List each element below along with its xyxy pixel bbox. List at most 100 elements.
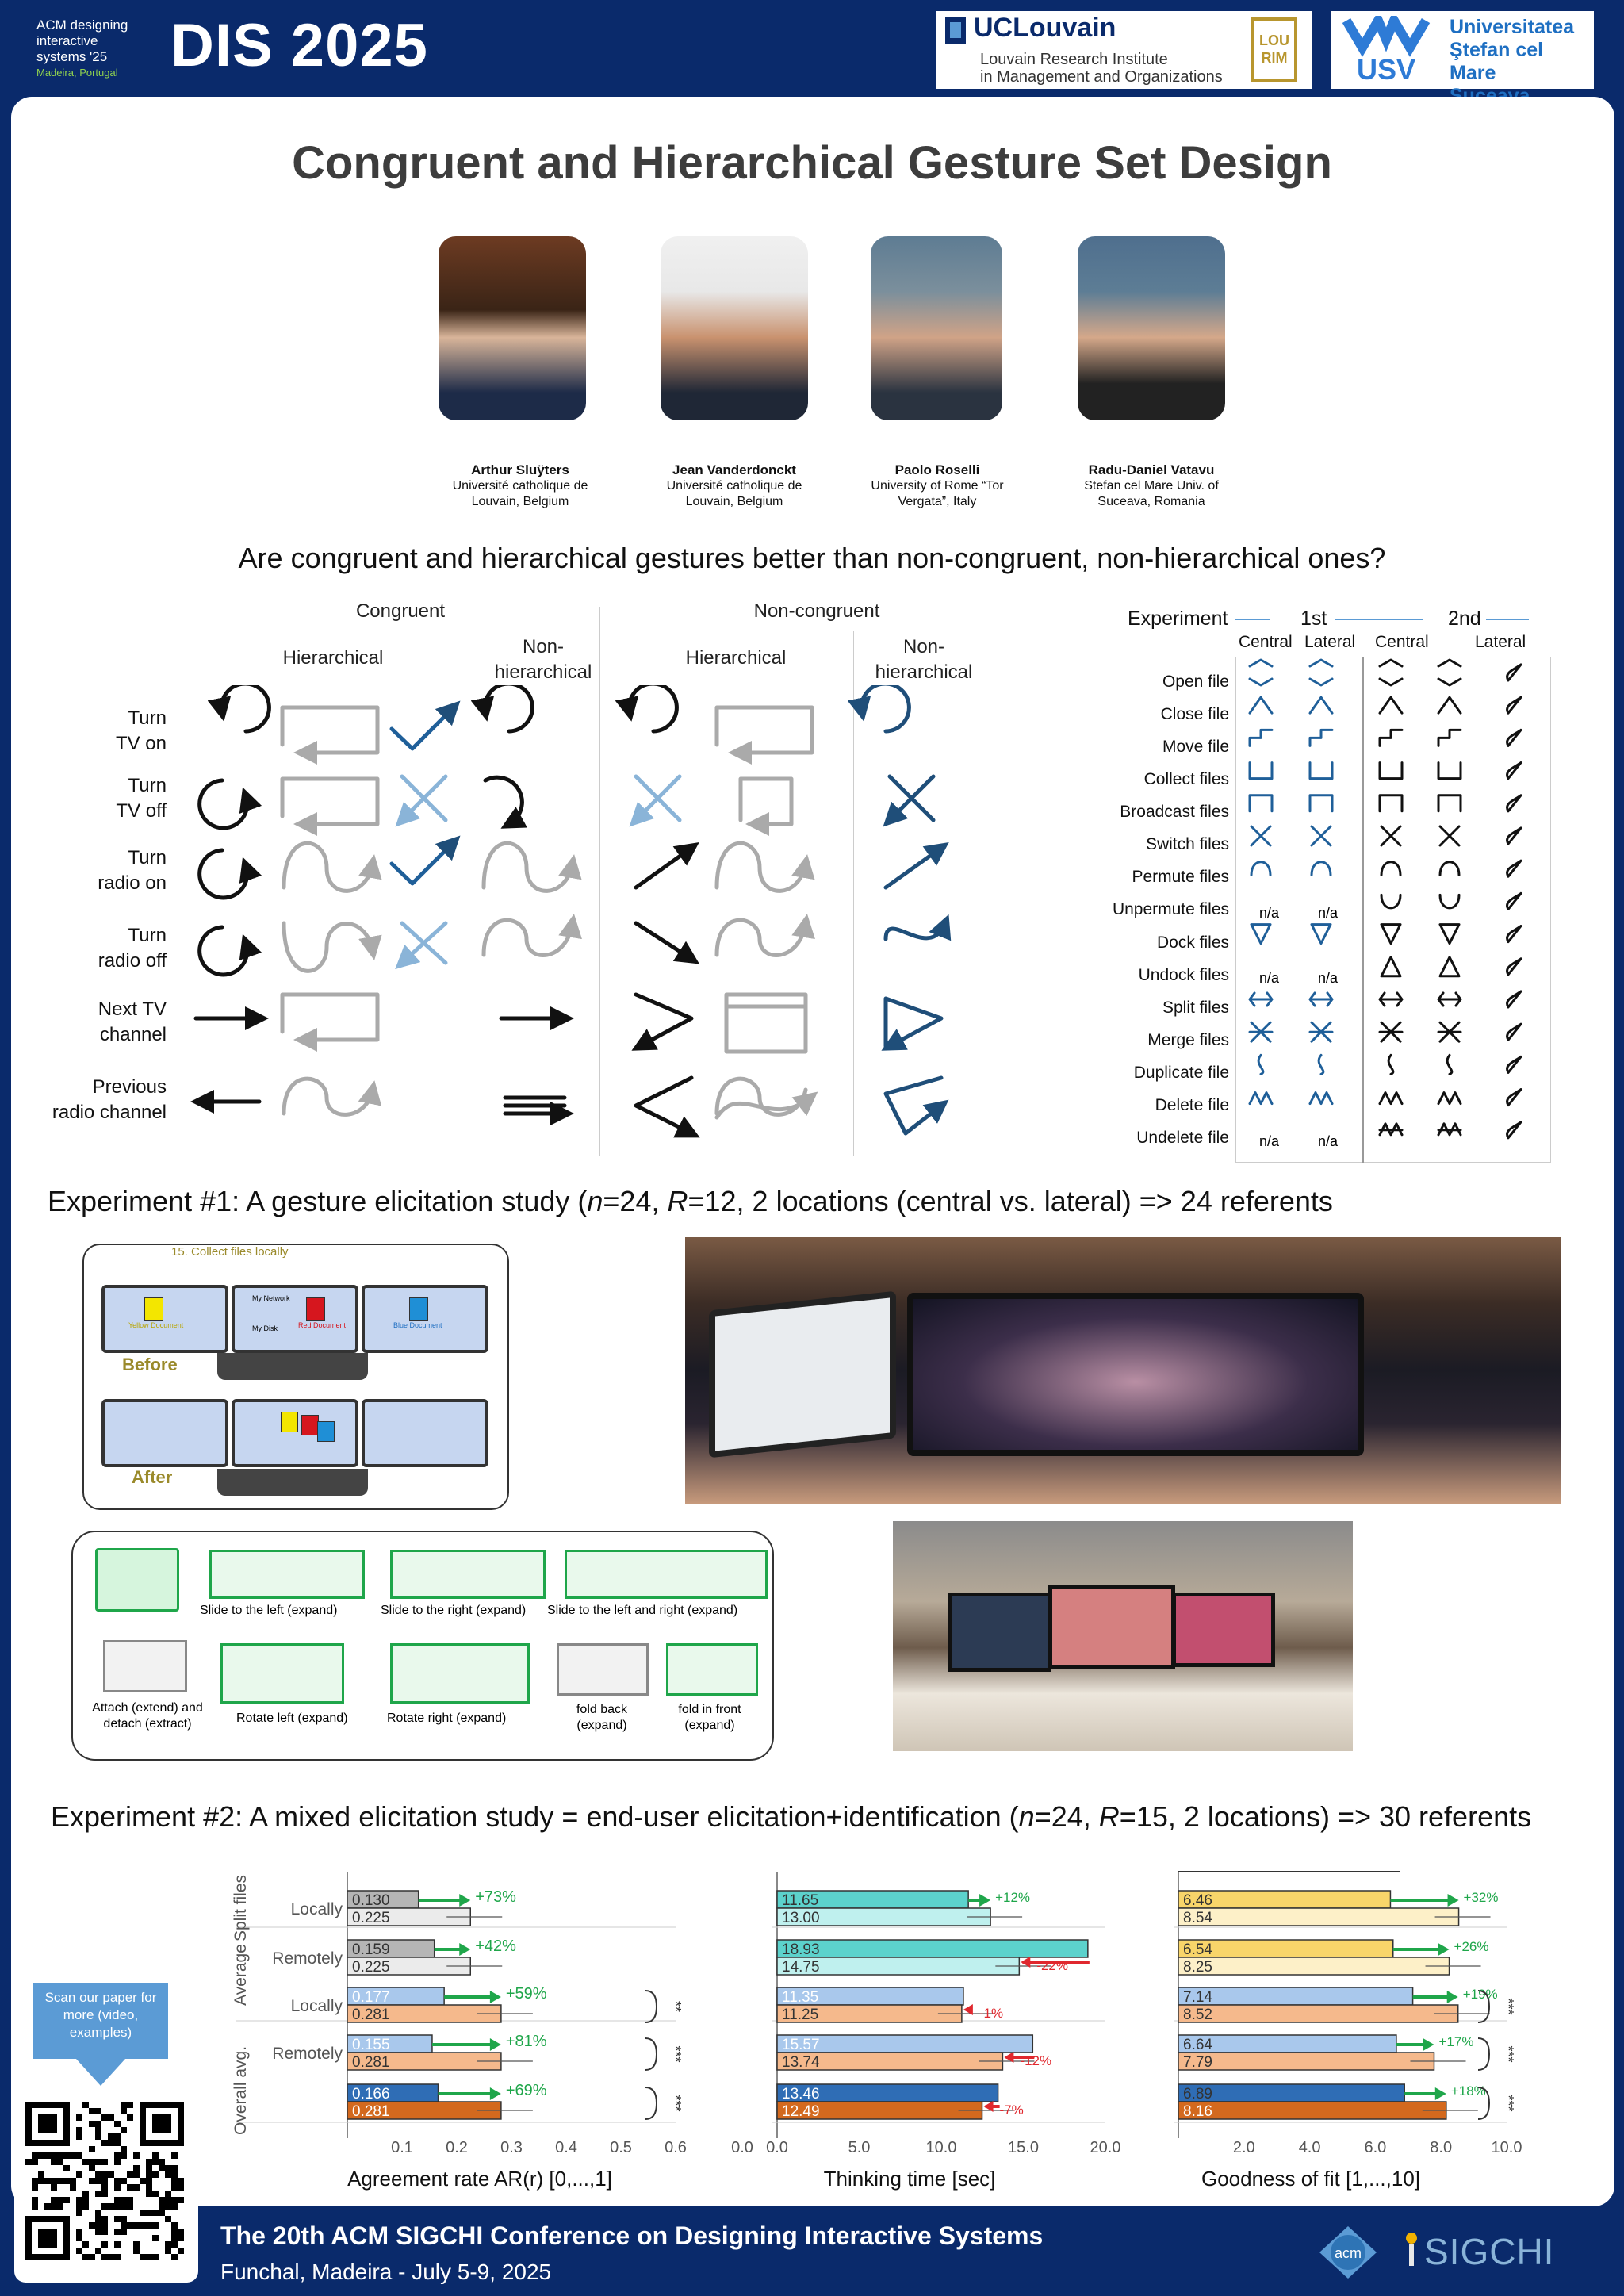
qr-module: [102, 2114, 108, 2121]
qr-module: [32, 2184, 38, 2191]
x-tick-label: 0.5: [610, 2139, 632, 2156]
qr-module: [102, 2184, 108, 2191]
screen-center: My Network My Disk Red Document: [232, 1285, 358, 1353]
qr-module: [25, 2159, 32, 2165]
qr-module: [76, 2235, 82, 2241]
qr-module: [38, 2178, 44, 2184]
heading-text: Experiment #1: A gesture elicitation stu…: [48, 1185, 588, 1217]
qr-module: [95, 2159, 102, 2165]
qr-module: [57, 2159, 63, 2165]
qr-module: [133, 2152, 140, 2159]
qr-module: [171, 2241, 178, 2248]
qr-module: [76, 2133, 82, 2140]
author-name: Arthur Sluÿters: [471, 462, 569, 477]
poster-panel: [11, 97, 1614, 2206]
qr-module: [165, 2171, 171, 2178]
gesture-stroke-icon: [1308, 696, 1334, 715]
before-label: Before: [122, 1355, 178, 1374]
bar-value-label: 0.225: [352, 1959, 390, 1976]
significance-stars: ***: [1500, 2095, 1516, 2111]
gesture-stroke-icon: [1437, 1021, 1462, 1043]
qr-module: [159, 2165, 165, 2171]
qr-module: [102, 2159, 108, 2165]
qr-module: [114, 2197, 121, 2203]
qr-module: [95, 2108, 102, 2114]
config-rotate-right-icon: [390, 1643, 530, 1704]
qr-module: [89, 2178, 95, 2184]
qr-module: [121, 2229, 127, 2235]
heading-var: R: [667, 1185, 688, 1217]
gesture-stroke-icon: [1387, 1053, 1395, 1075]
qr-module: [89, 2146, 95, 2152]
device-configuration-diagram: Slide to the left (expand) Slide to the …: [71, 1531, 774, 1761]
gesture-stroke-icon: [1506, 925, 1522, 944]
screen-center: [232, 1399, 358, 1467]
gesture-stroke-icon: [1378, 1122, 1404, 1137]
qr-module: [171, 2229, 178, 2235]
qr-module: [140, 2210, 146, 2216]
usv-line: Universitatea: [1450, 16, 1575, 38]
study-photo-setup: [893, 1521, 1353, 1751]
row-label-line: radio on: [98, 872, 167, 894]
row-label-line: TV off: [116, 800, 167, 822]
bar-value-label: 13.46: [782, 2086, 820, 2102]
subheader-line: hierarchical: [494, 661, 592, 683]
change-label: -1%: [979, 2006, 1003, 2021]
bar-value-label: 11.25: [782, 2007, 818, 2023]
gesture-stroke-icon: [1437, 696, 1462, 715]
qr-module: [121, 2102, 127, 2108]
qr-module: [82, 2254, 89, 2260]
gesture-wave-icon: [481, 914, 582, 957]
document-icon: [409, 1297, 428, 1321]
qr-module: [121, 2178, 127, 2184]
qr-module: [76, 2171, 82, 2178]
author-photo: [661, 236, 808, 420]
gesture-stroke-icon: [1380, 825, 1402, 847]
row-label-line: Previous: [92, 1076, 167, 1098]
qr-module: [178, 2248, 184, 2254]
qr-finder: [152, 2114, 171, 2133]
gesture-stroke-icon: [1506, 957, 1522, 976]
gesture-chevron-icon: [631, 992, 694, 1051]
bar-value-label: 0.159: [352, 1941, 390, 1958]
row-label-line: radio channel: [52, 1102, 167, 1123]
x-tick-label: 10.0: [926, 2139, 957, 2156]
x-tick-label: 0.3: [500, 2139, 523, 2156]
referent-label: Undelete file: [1136, 1129, 1229, 1147]
subheader-hierarchical: Hierarchical: [282, 647, 384, 669]
gesture-rectangle-icon: [280, 992, 380, 1052]
x-tick-label: 2.0: [1233, 2139, 1255, 2156]
gesture-stroke-icon: [1446, 1053, 1454, 1075]
uclouvain-name: UCLouvain: [974, 13, 1116, 43]
gesture-stroke-icon: [1506, 696, 1522, 715]
qr-module: [121, 2222, 127, 2229]
qr-module: [114, 2216, 121, 2222]
referent-label: Delete file: [1155, 1096, 1229, 1114]
x-tick-label: 0.0: [731, 2139, 753, 2156]
gesture-stroke-icon: [1310, 861, 1332, 876]
column-divider: [599, 607, 600, 1156]
bar-value-label: 6.46: [1183, 1892, 1212, 1909]
screen-label: Yellow Document: [128, 1321, 184, 1329]
referent-label: Unpermute files: [1112, 900, 1229, 918]
group-label: Split files: [232, 1875, 250, 1941]
na-cell: n/a: [1259, 970, 1280, 986]
qr-code[interactable]: [14, 2086, 198, 2283]
gesture-cross-icon: [636, 774, 682, 820]
qr-module: [127, 2114, 133, 2121]
gesture-stroke-icon: [1248, 761, 1274, 780]
change-label: +69%: [506, 2082, 547, 2099]
change-label: +42%: [475, 1938, 516, 1955]
qr-module: [114, 2159, 121, 2165]
row-label-line: Turn: [128, 707, 167, 729]
significance-stars: ***: [1500, 1998, 1516, 2014]
change-arrowhead: [1021, 1957, 1031, 1968]
bar-bottom: [1178, 2101, 1447, 2120]
qr-module: [44, 2152, 51, 2159]
qr-module: [102, 2241, 108, 2248]
gesture-stroke-icon: [1438, 893, 1461, 910]
screen-label: My Network: [252, 1294, 290, 1302]
qr-module: [82, 2241, 89, 2248]
qr-module: [76, 2203, 82, 2210]
screen-label: My Disk: [252, 1324, 278, 1332]
